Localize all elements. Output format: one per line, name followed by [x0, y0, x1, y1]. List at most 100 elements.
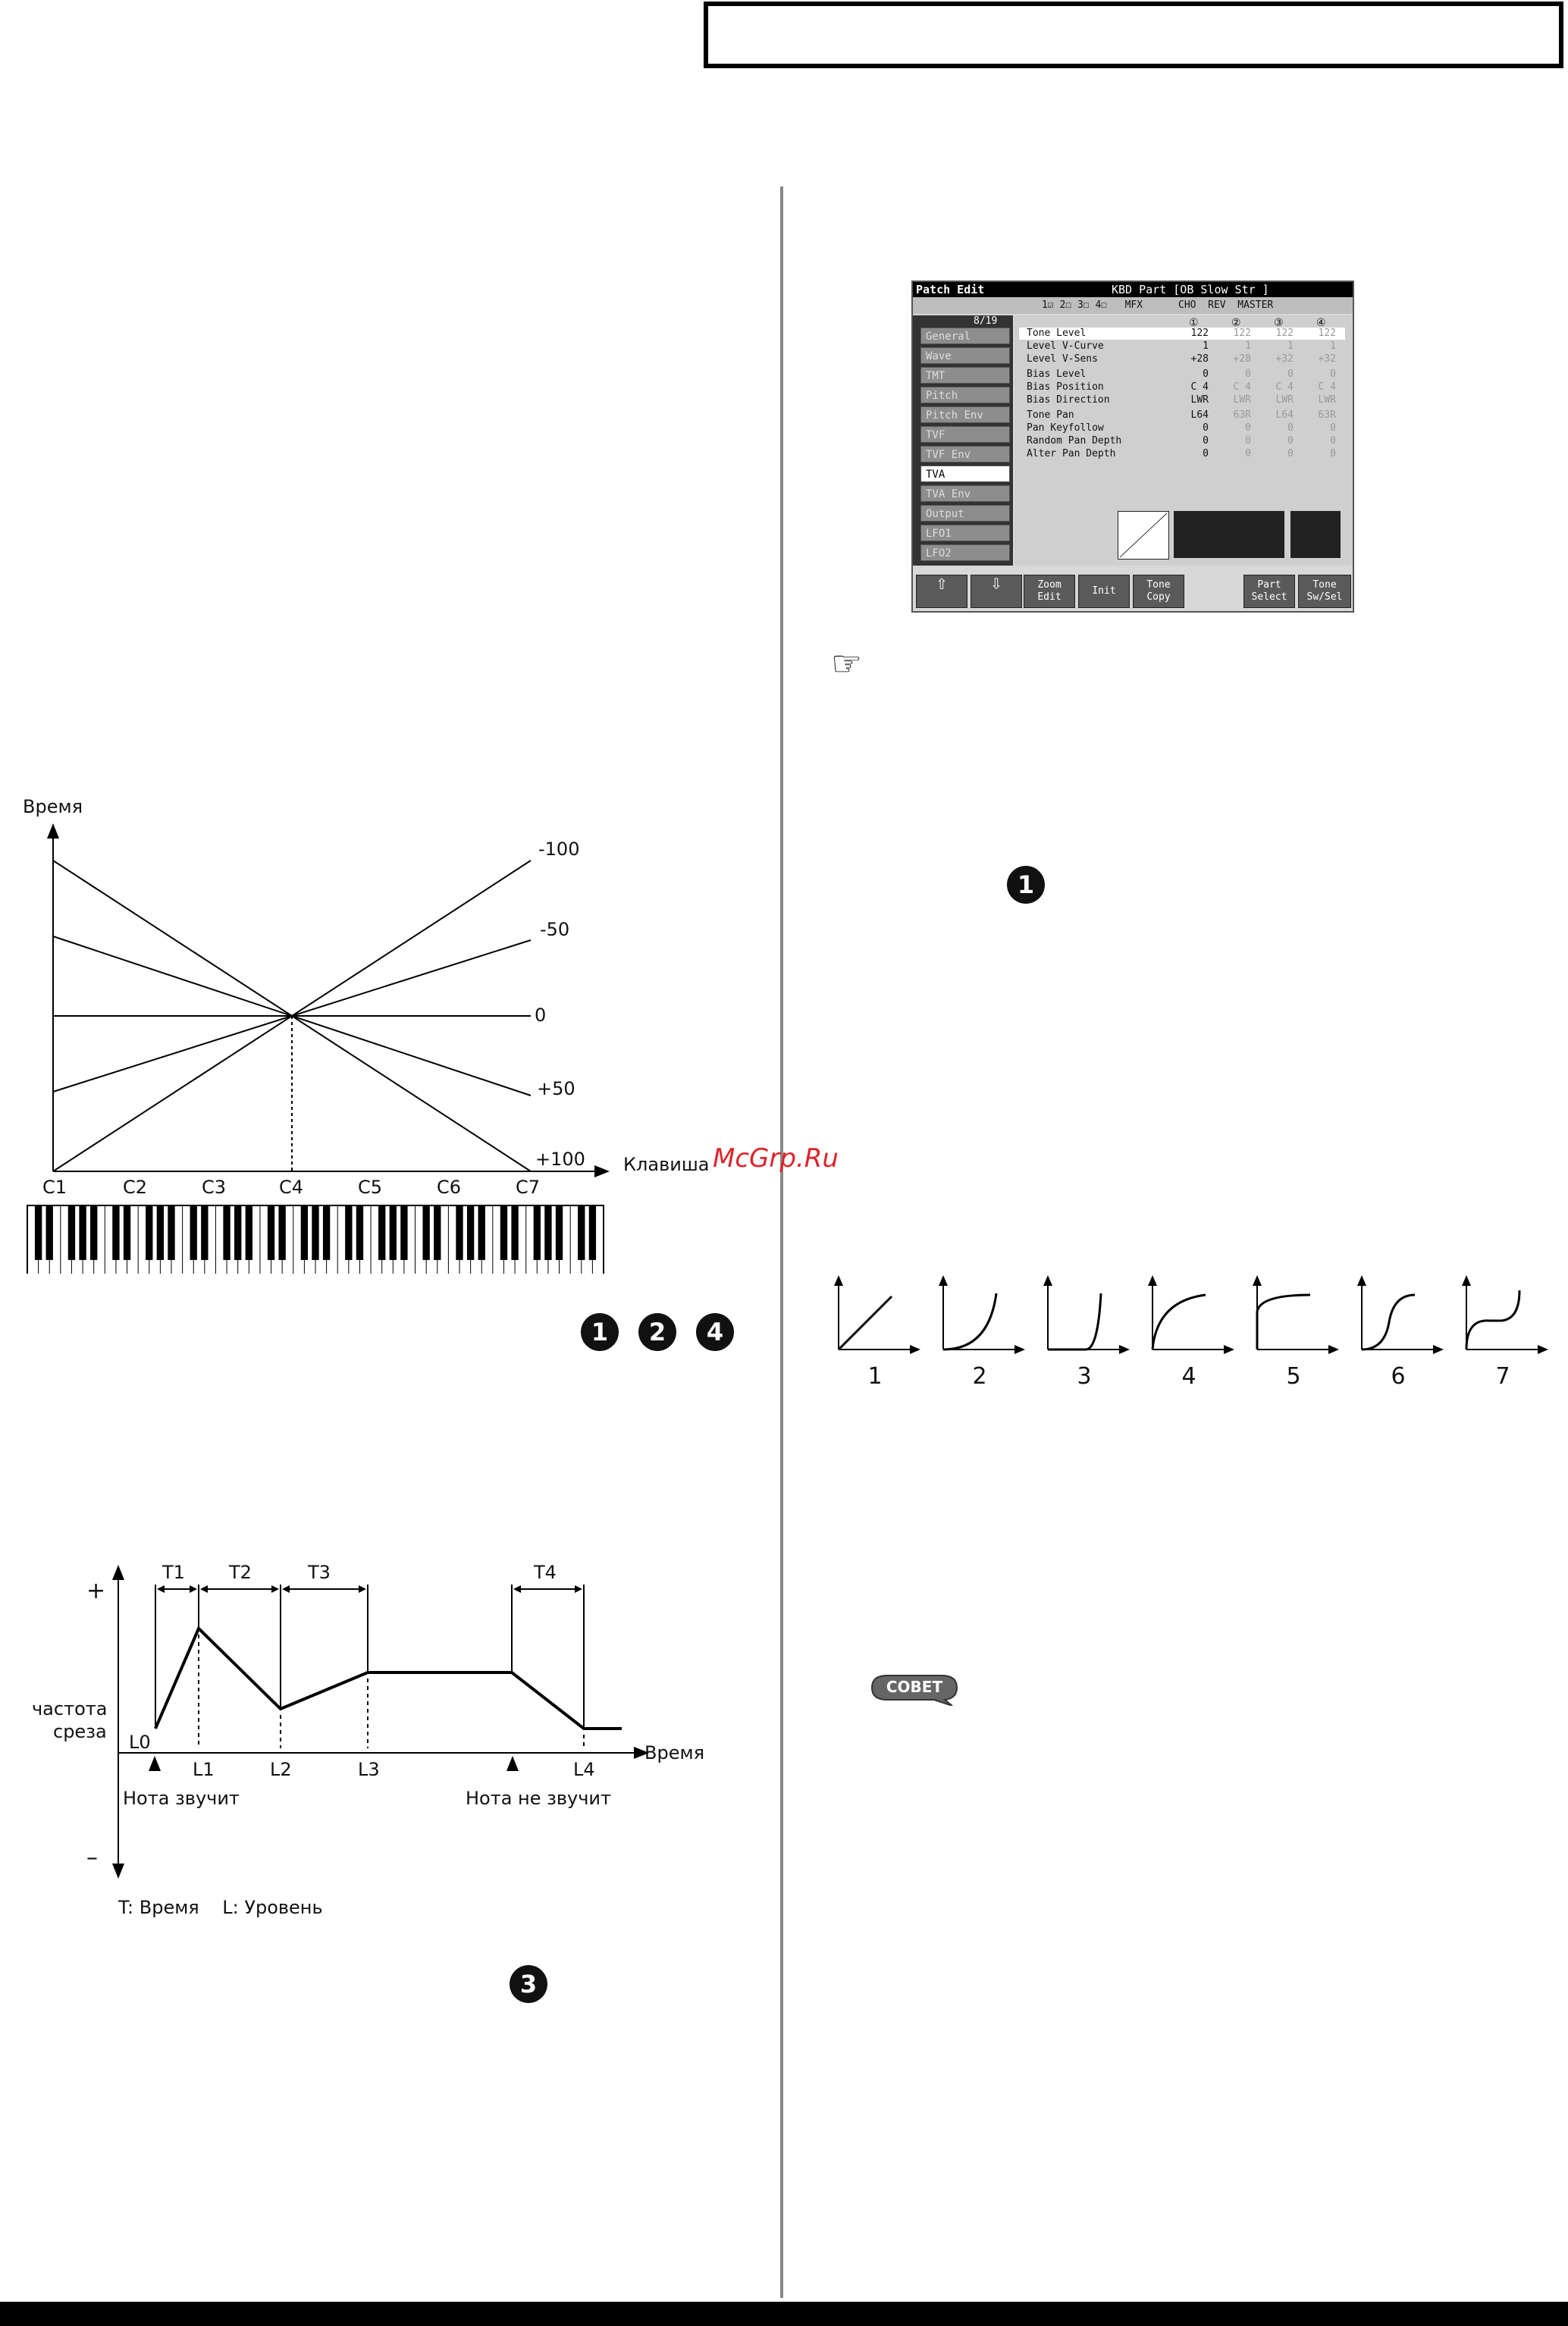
tab-wave[interactable]: Wave: [920, 347, 1010, 364]
tone-copy-button[interactable]: Tone Copy: [1133, 575, 1184, 608]
init-button[interactable]: Init: [1078, 575, 1130, 608]
param-value-tone2[interactable]: 0: [1245, 368, 1251, 380]
up-arrow-button[interactable]: ⇧: [916, 573, 967, 608]
black-key: [356, 1205, 364, 1260]
param-value-tone4[interactable]: C 4: [1318, 381, 1336, 393]
param-value-tone1[interactable]: LWR: [1190, 394, 1209, 406]
tab-tva-env[interactable]: TVA Env: [920, 485, 1010, 502]
param-value-tone2[interactable]: 63R: [1233, 409, 1251, 421]
bullet-4: 4: [696, 1313, 734, 1351]
param-value-tone4[interactable]: 122: [1318, 328, 1336, 339]
param-value-tone3[interactable]: 0: [1287, 368, 1294, 380]
param-value-tone1[interactable]: 0: [1203, 448, 1209, 459]
tab-tmt[interactable]: TMT: [920, 367, 1010, 384]
black-key: [67, 1205, 76, 1260]
param-value-tone3[interactable]: LWR: [1275, 394, 1294, 406]
param-value-tone2[interactable]: +28: [1233, 353, 1251, 365]
down-arrow-button[interactable]: ⇩: [971, 573, 1022, 608]
tab-lfo2[interactable]: LFO2: [920, 544, 1010, 561]
curve-preview: [1118, 511, 1169, 560]
black-key: [389, 1205, 397, 1260]
param-value-tone2[interactable]: 0: [1245, 435, 1251, 447]
note-off-marker: [506, 1756, 519, 1771]
param-value-tone1[interactable]: 1: [1203, 340, 1209, 352]
param-value-tone4[interactable]: 63R: [1318, 409, 1336, 421]
param-row[interactable]: Level V-Curve 1 1 1 1: [1019, 340, 1345, 353]
bias-preview: [1174, 511, 1284, 558]
key-label: C3: [202, 1177, 226, 1198]
black-key: [156, 1205, 165, 1260]
param-value-tone1[interactable]: C 4: [1190, 381, 1209, 393]
param-row[interactable]: Bias Level 0 0 0 0: [1019, 368, 1345, 381]
black-key: [201, 1205, 209, 1260]
param-value-tone1[interactable]: +28: [1190, 353, 1209, 365]
zoom-edit-button[interactable]: Zoom Edit: [1024, 575, 1075, 608]
tab-output[interactable]: Output: [920, 505, 1010, 522]
param-value-tone2[interactable]: C 4: [1233, 381, 1251, 393]
param-value-tone4[interactable]: LWR: [1318, 394, 1336, 406]
param-value-tone4[interactable]: 1: [1330, 340, 1336, 352]
velocity-curve-4: [1148, 1275, 1234, 1354]
param-value-tone2[interactable]: 0: [1245, 448, 1251, 459]
part-select-button[interactable]: Part Select: [1243, 575, 1295, 608]
param-value-tone4[interactable]: +32: [1318, 353, 1336, 365]
black-key: [79, 1205, 86, 1260]
piano-keyboard: [27, 1205, 604, 1274]
param-name: Level V-Sens: [1027, 353, 1098, 365]
black-key: [322, 1205, 331, 1260]
param-value-tone2[interactable]: 0: [1245, 422, 1251, 434]
tone-switches[interactable]: 1☑ 2☐ 3☐ 4☐ MFX CHO REV MASTER: [1042, 299, 1274, 311]
param-value-tone3[interactable]: 1: [1287, 340, 1294, 352]
param-name: Random Pan Depth: [1027, 435, 1122, 447]
velocity-curve-6: [1357, 1275, 1444, 1354]
tab-tvf[interactable]: TVF: [920, 426, 1010, 443]
param-value-tone3[interactable]: 0: [1287, 448, 1294, 459]
param-value-tone1[interactable]: 0: [1203, 422, 1209, 434]
param-value-tone1[interactable]: 0: [1203, 435, 1209, 447]
param-value-tone1[interactable]: 122: [1190, 328, 1209, 339]
param-value-tone2[interactable]: LWR: [1233, 394, 1251, 406]
param-value-tone3[interactable]: 0: [1287, 422, 1294, 434]
tone-sw-sel-button[interactable]: Tone Sw/Sel: [1298, 575, 1351, 608]
black-key: [34, 1205, 42, 1260]
curve-label: 1: [867, 1363, 882, 1390]
param-value-tone3[interactable]: 122: [1275, 328, 1294, 339]
param-value-tone3[interactable]: C 4: [1275, 381, 1294, 393]
tab-general[interactable]: General: [920, 328, 1010, 344]
param-value-tone1[interactable]: L64: [1190, 409, 1209, 421]
param-value-tone2[interactable]: 1: [1245, 340, 1251, 352]
param-row[interactable]: Alter Pan Depth 0 0 0 0: [1019, 448, 1345, 460]
black-key: [45, 1205, 53, 1260]
param-value-tone2[interactable]: 122: [1233, 328, 1251, 339]
time-t3: T3: [307, 1562, 331, 1583]
param-value-tone3[interactable]: +32: [1275, 353, 1294, 365]
param-name: Level V-Curve: [1027, 340, 1104, 352]
param-value-tone1[interactable]: 0: [1203, 368, 1209, 380]
param-row[interactable]: Bias Direction LWR LWR LWR LWR: [1019, 394, 1345, 406]
param-value-tone4[interactable]: 0: [1330, 422, 1336, 434]
tab-lfo1[interactable]: LFO1: [920, 525, 1010, 541]
black-key: [478, 1205, 485, 1260]
param-value-tone3[interactable]: 0: [1287, 435, 1294, 447]
param-value-tone3[interactable]: L64: [1275, 409, 1294, 421]
param-name: Alter Pan Depth: [1027, 448, 1116, 459]
black-key: [544, 1205, 552, 1260]
param-row[interactable]: Level V-Sens +28 +28 +32 +32: [1019, 353, 1345, 365]
param-value-tone4[interactable]: 0: [1330, 448, 1336, 459]
tab-tvf-env[interactable]: TVF Env: [920, 446, 1010, 462]
tab-pitch-env[interactable]: Pitch Env: [920, 406, 1010, 423]
param-name: Bias Level: [1027, 368, 1087, 380]
param-value-tone4[interactable]: 0: [1330, 368, 1336, 380]
black-key: [278, 1205, 286, 1260]
tab-tva[interactable]: TVA: [920, 466, 1010, 482]
param-row[interactable]: Random Pan Depth 0 0 0 0: [1019, 435, 1345, 447]
tab-pitch[interactable]: Pitch: [920, 387, 1010, 403]
param-name: Bias Direction: [1027, 394, 1110, 406]
bullet-1-right: 1: [1007, 866, 1045, 904]
label-minus50: -50: [540, 919, 569, 940]
param-value-tone4[interactable]: 0: [1330, 435, 1336, 447]
